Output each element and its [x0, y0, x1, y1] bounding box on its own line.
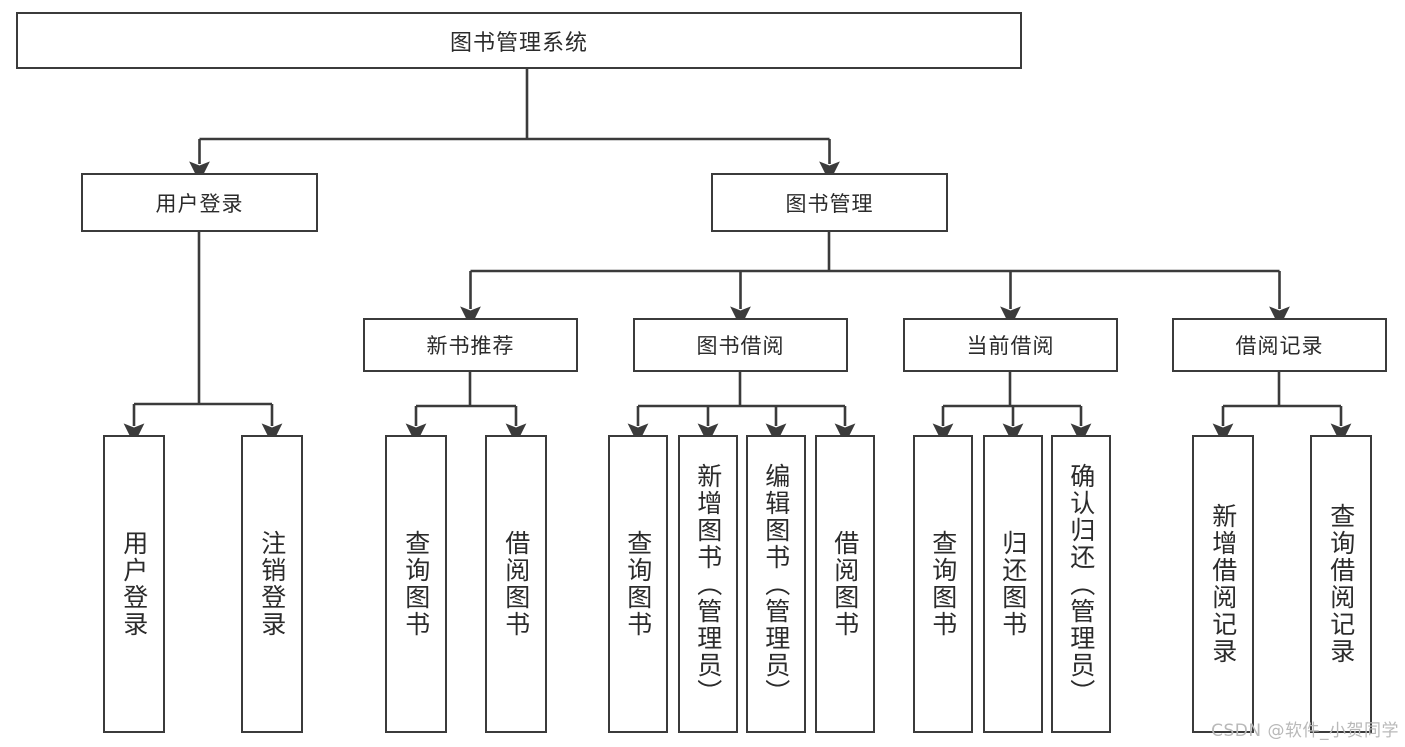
- leaf-query-borrow-record[interactable]: 查询借阅记录: [1310, 435, 1372, 733]
- leaf-label: 查询图书: [401, 530, 431, 638]
- node-borrow-records[interactable]: 借阅记录: [1172, 318, 1387, 372]
- leaf-user-logout[interactable]: 注销登录: [241, 435, 303, 733]
- leaf-confirm-return-admin[interactable]: 确认归还（管理员）: [1051, 435, 1111, 733]
- leaf-user-login[interactable]: 用户登录: [103, 435, 165, 733]
- leaf-label: 新增图书（管理员）: [693, 462, 723, 706]
- leaf-edit-book-admin[interactable]: 编辑图书（管理员）: [746, 435, 806, 733]
- node-book-management[interactable]: 图书管理: [711, 173, 948, 232]
- leaf-add-book-admin[interactable]: 新增图书（管理员）: [678, 435, 738, 733]
- leaf-label: 编辑图书（管理员）: [761, 462, 791, 706]
- leaf-query-book-current[interactable]: 查询图书: [913, 435, 973, 733]
- leaf-return-book[interactable]: 归还图书: [983, 435, 1043, 733]
- leaf-label: 注销登录: [257, 530, 287, 638]
- node-book-borrow[interactable]: 图书借阅: [633, 318, 848, 372]
- leaf-add-borrow-record[interactable]: 新增借阅记录: [1192, 435, 1254, 733]
- leaf-query-book-recommend[interactable]: 查询图书: [385, 435, 447, 733]
- node-root[interactable]: 图书管理系统: [16, 12, 1022, 69]
- leaf-borrow-book-recommend[interactable]: 借阅图书: [485, 435, 547, 733]
- leaf-label: 归还图书: [998, 530, 1028, 638]
- leaf-label: 确认归还（管理员）: [1066, 462, 1096, 706]
- node-user-login[interactable]: 用户登录: [81, 173, 318, 232]
- leaf-query-book-borrow[interactable]: 查询图书: [608, 435, 668, 733]
- leaf-label: 用户登录: [119, 530, 149, 638]
- leaf-label: 查询图书: [623, 530, 653, 638]
- leaf-label: 借阅图书: [830, 530, 860, 638]
- leaf-label: 借阅图书: [501, 530, 531, 638]
- node-current-borrow[interactable]: 当前借阅: [903, 318, 1118, 372]
- leaf-borrow-book[interactable]: 借阅图书: [815, 435, 875, 733]
- leaf-label: 新增借阅记录: [1208, 503, 1238, 665]
- node-new-book-recommend[interactable]: 新书推荐: [363, 318, 578, 372]
- leaf-label: 查询图书: [928, 530, 958, 638]
- leaf-label: 查询借阅记录: [1326, 503, 1356, 665]
- csdn-watermark: CSDN @软件_小贺同学: [1211, 721, 1399, 741]
